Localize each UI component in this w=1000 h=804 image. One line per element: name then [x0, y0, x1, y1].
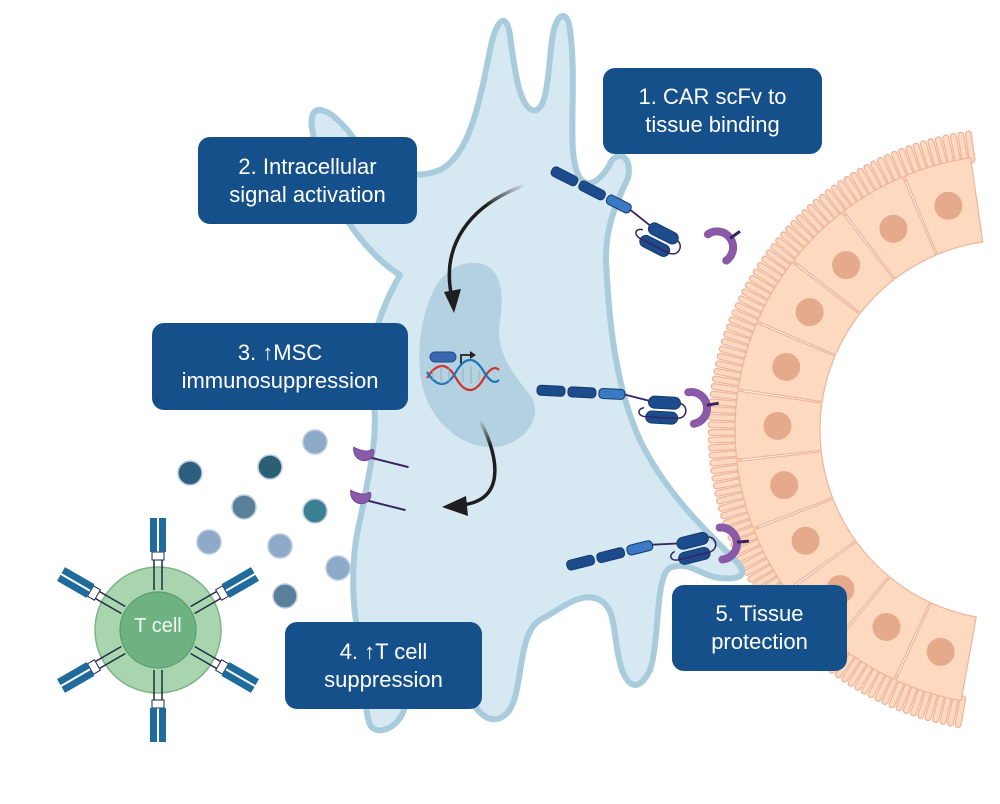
secreted-cytokine — [302, 498, 328, 524]
signal-arrow-to-nucleus — [444, 183, 526, 313]
secreted-cytokine — [196, 529, 222, 555]
receptor-chain — [221, 669, 255, 693]
tcell-receptor — [150, 518, 166, 590]
receptor-chain — [57, 662, 90, 686]
tissue-antigen — [715, 523, 750, 564]
epithelial-cell-nucleus — [795, 298, 824, 327]
antigen-icon — [684, 388, 712, 428]
epithelial-cell-nucleus — [770, 471, 799, 500]
dna-transcription-icon — [426, 351, 500, 392]
step-4-line-2: suppression — [324, 666, 443, 692]
tissue-antigen — [684, 388, 719, 428]
secreted-cytokine — [267, 533, 293, 559]
step-3-line-1: 3. ↑MSC — [237, 339, 323, 365]
car-receptor — [536, 384, 687, 425]
car-receptor — [550, 166, 681, 257]
receptor-chain — [221, 567, 255, 591]
tcell-receptor — [190, 567, 259, 615]
step-2-signal-activation-label: 2. Intracellular signal activation — [198, 137, 417, 224]
t-cell-label: T cell — [134, 615, 182, 637]
epithelial-cell-nucleus — [872, 612, 901, 641]
secreted-cytokine — [325, 555, 351, 581]
step-1-car-binding-label: 1. CAR scFv to tissue binding — [603, 68, 822, 154]
receptor-chain — [150, 708, 157, 742]
step-5-tissue-protection-label: 5. Tissue protection — [672, 585, 847, 671]
car-receptor — [566, 531, 717, 571]
step-4-line-1: 4. ↑T cell — [339, 638, 428, 664]
scfv-heavy-chain — [648, 395, 681, 410]
secreted-cytokine — [272, 583, 298, 609]
epithelial-cell-nucleus — [832, 251, 861, 280]
antigen-icon — [703, 227, 738, 265]
secreted-cytokine — [257, 454, 283, 480]
car-transmembrane-domain — [550, 166, 579, 187]
car-costim-domain — [567, 386, 597, 399]
epithelial-cell-nucleus — [763, 411, 792, 440]
nucleus — [419, 262, 536, 448]
step-1-line-2: tissue binding — [645, 112, 780, 137]
inhibitory-ligand-icon — [353, 446, 375, 462]
car-hinge-domain — [598, 387, 626, 400]
receptor-chain — [61, 567, 95, 591]
epithelial-cell-nucleus — [934, 191, 963, 220]
secreted-cytokine — [177, 460, 203, 486]
tcell-receptor — [57, 645, 126, 693]
inhibitory-ligand-icon — [350, 489, 372, 505]
epithelial-cell-nucleus — [791, 526, 820, 555]
receptor-chain — [226, 662, 259, 686]
receptor-chain — [226, 574, 259, 598]
step-5-line-2: protection — [711, 629, 808, 654]
tcell-receptor — [150, 670, 166, 742]
t-cell — [57, 518, 259, 742]
step-1-line-1: 1. CAR scFv to — [638, 84, 787, 109]
step-4-tcell-suppression-label: 4. ↑T cell suppression — [285, 622, 482, 709]
car-transmembrane-domain — [566, 554, 596, 571]
tcell-receptor — [190, 645, 259, 693]
step-5-line-1: 5. Tissue — [715, 601, 804, 626]
car-costim-domain — [578, 180, 606, 201]
car-costim-domain — [596, 547, 626, 564]
secreted-cytokine — [302, 429, 328, 455]
microvilli — [707, 130, 976, 728]
epithelial-cell-nucleus — [879, 214, 908, 243]
step-2-line-1: 2. Intracellular — [238, 153, 377, 179]
receptor-chain — [61, 669, 95, 693]
signal-arrow-from-nucleus — [442, 419, 497, 516]
receptor-chain — [159, 518, 166, 552]
tcell-receptor — [57, 567, 126, 615]
receptor-chain — [150, 518, 157, 552]
step-3-line-2: immunosuppression — [181, 367, 379, 393]
step-2-line-2: signal activation — [229, 181, 386, 207]
epithelial-tissue — [707, 130, 984, 728]
receptor-chain — [57, 574, 90, 598]
step-3-msc-immunosuppression-label: 3. ↑MSC immunosuppression — [152, 323, 408, 410]
membrane-bound-factor — [353, 446, 409, 469]
secreted-cytokine — [231, 494, 257, 520]
car-hinge-domain — [605, 194, 632, 214]
epithelial-cell-nucleus — [772, 352, 801, 381]
membrane-bound-factor — [350, 489, 406, 512]
tissue-antigen — [703, 227, 741, 265]
receptor-chain — [159, 708, 166, 742]
epithelial-cell-nucleus — [926, 637, 955, 666]
car-transmembrane-domain — [536, 384, 566, 397]
